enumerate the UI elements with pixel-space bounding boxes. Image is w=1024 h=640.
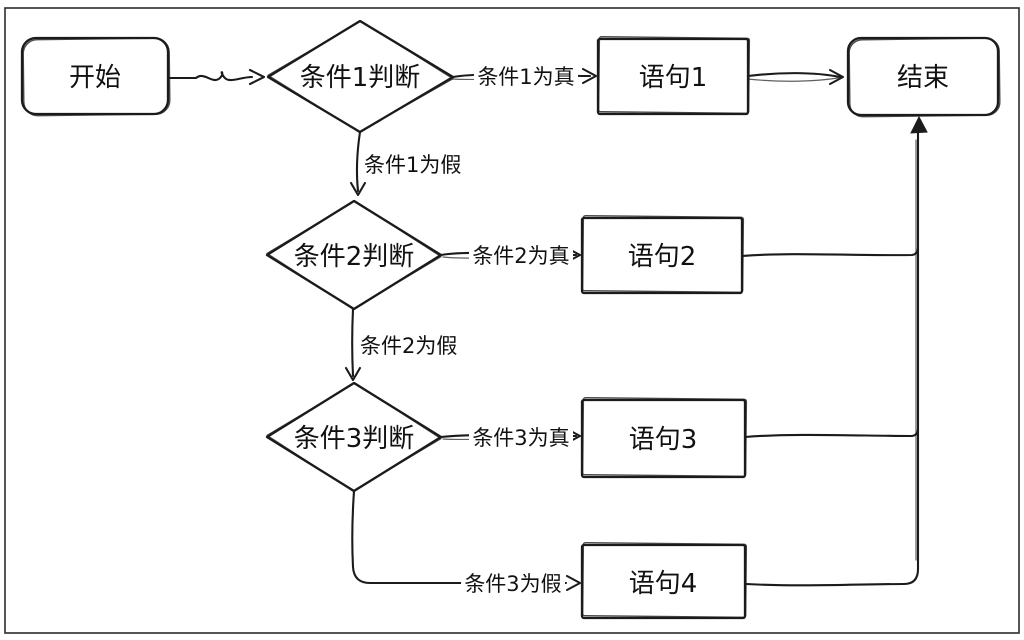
- arrowhead-up-filled: [910, 115, 928, 134]
- outer-border: [4, 7, 1020, 634]
- edge-label-cond2-true: 条件2为真: [472, 244, 569, 268]
- edge-cond2-true: 条件2为真: [439, 241, 582, 268]
- node-end: 结束: [846, 36, 1001, 118]
- arrowhead-right: [828, 68, 845, 86]
- edge-stmt3-to-end: [743, 427, 920, 439]
- node-cond1-label: 条件1判断: [300, 63, 421, 93]
- edge-start-to-cond1: [166, 68, 266, 86]
- node-stmt4-label: 语句4: [629, 569, 698, 599]
- edge-label-cond3-false: 条件3为假: [464, 572, 561, 596]
- arrowhead-right: [581, 67, 598, 85]
- node-cond3-label: 条件3判断: [294, 424, 415, 454]
- edge-cond2-false: 条件2为假: [344, 307, 462, 382]
- edge-label-cond3-true: 条件3为真: [472, 426, 569, 450]
- node-start: 开始: [20, 36, 171, 117]
- node-cond2-diamond: 条件2判断: [265, 199, 443, 311]
- edge-cond3-false: 条件3为假: [351, 489, 582, 596]
- edge-label-cond2-false: 条件2为假: [360, 334, 457, 358]
- node-stmt1: 语句1: [596, 36, 751, 116]
- node-cond1-diamond: 条件1判断: [266, 19, 455, 134]
- edge-cond1-false: 条件1为假: [349, 130, 466, 197]
- node-stmt2: 语句2: [580, 214, 745, 295]
- node-cond2-label: 条件2判断: [294, 242, 415, 272]
- edge-stmt2-to-end: [740, 246, 920, 258]
- edge-label-cond1-true: 条件1为真: [477, 65, 574, 89]
- node-stmt3: 语句3: [580, 396, 748, 479]
- arrowhead-down: [349, 181, 367, 197]
- node-stmt3-label: 语句3: [629, 425, 698, 455]
- edge-label-cond1-false: 条件1为假: [364, 153, 461, 177]
- arrowhead-right: [248, 68, 266, 86]
- edge-cond3-true: 条件3为真: [439, 423, 582, 450]
- edge-stmt1-to-end: [746, 68, 845, 86]
- edge-stmt4-to-end-trunk: [744, 115, 928, 587]
- node-start-label: 开始: [69, 63, 121, 93]
- arrowhead-right: [565, 574, 582, 592]
- node-cond3-diamond: 条件3判断: [265, 381, 443, 493]
- arrowhead-down: [344, 366, 362, 382]
- node-stmt4: 语句4: [580, 541, 748, 620]
- node-stmt2-label: 语句2: [628, 242, 697, 272]
- node-stmt1-label: 语句1: [639, 63, 708, 93]
- edge-cond1-true: 条件1为真: [451, 62, 598, 89]
- node-end-label: 结束: [897, 63, 949, 93]
